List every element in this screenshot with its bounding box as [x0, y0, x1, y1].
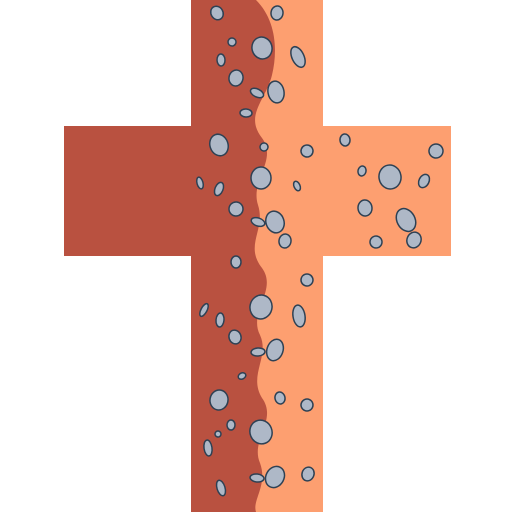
- pebble: [215, 479, 227, 497]
- pebble: [209, 5, 225, 21]
- pebble: [301, 466, 315, 482]
- pebble: [278, 233, 292, 249]
- pebble: [428, 143, 444, 159]
- pebble: [249, 294, 273, 320]
- pebble: [267, 80, 285, 104]
- pebble: [292, 180, 302, 192]
- pebble: [265, 210, 285, 234]
- pebble: [215, 312, 225, 328]
- pebble: [228, 201, 244, 217]
- pebble: [395, 207, 417, 233]
- pebble: [250, 166, 272, 190]
- pebbles-group: [195, 5, 444, 497]
- pebble: [237, 372, 247, 380]
- pebble: [227, 37, 237, 47]
- pebble: [209, 389, 229, 411]
- cross-light-side: [254, 0, 451, 512]
- pebble: [292, 304, 306, 328]
- pebble: [226, 419, 236, 431]
- pebble: [369, 235, 383, 249]
- pebble: [249, 419, 273, 445]
- pebble: [378, 164, 402, 190]
- pebble: [216, 53, 226, 67]
- pebble: [228, 329, 242, 345]
- pebble: [259, 142, 269, 152]
- pebble: [357, 199, 373, 217]
- pebble: [264, 465, 286, 489]
- pebble: [214, 430, 222, 438]
- pebble: [300, 398, 314, 412]
- pebble: [228, 69, 244, 87]
- pebble: [251, 36, 273, 60]
- pebble: [239, 108, 253, 118]
- pebble: [213, 181, 225, 197]
- pebble: [270, 5, 284, 21]
- pebble: [208, 133, 230, 157]
- pebble: [357, 165, 367, 177]
- pebble: [250, 216, 266, 228]
- pebble: [339, 133, 351, 147]
- pebble: [203, 439, 213, 457]
- pebble: [249, 87, 265, 99]
- pebble: [300, 273, 314, 287]
- pebble: [417, 173, 431, 189]
- pebble: [406, 231, 422, 249]
- pebble: [300, 144, 314, 158]
- pebble: [265, 338, 285, 362]
- pebble: [199, 302, 209, 318]
- pebble: [274, 391, 286, 405]
- pebble: [249, 473, 265, 483]
- pebble: [290, 45, 306, 69]
- pebble: [195, 176, 205, 190]
- pebble: [230, 255, 242, 269]
- pebble: [250, 347, 266, 357]
